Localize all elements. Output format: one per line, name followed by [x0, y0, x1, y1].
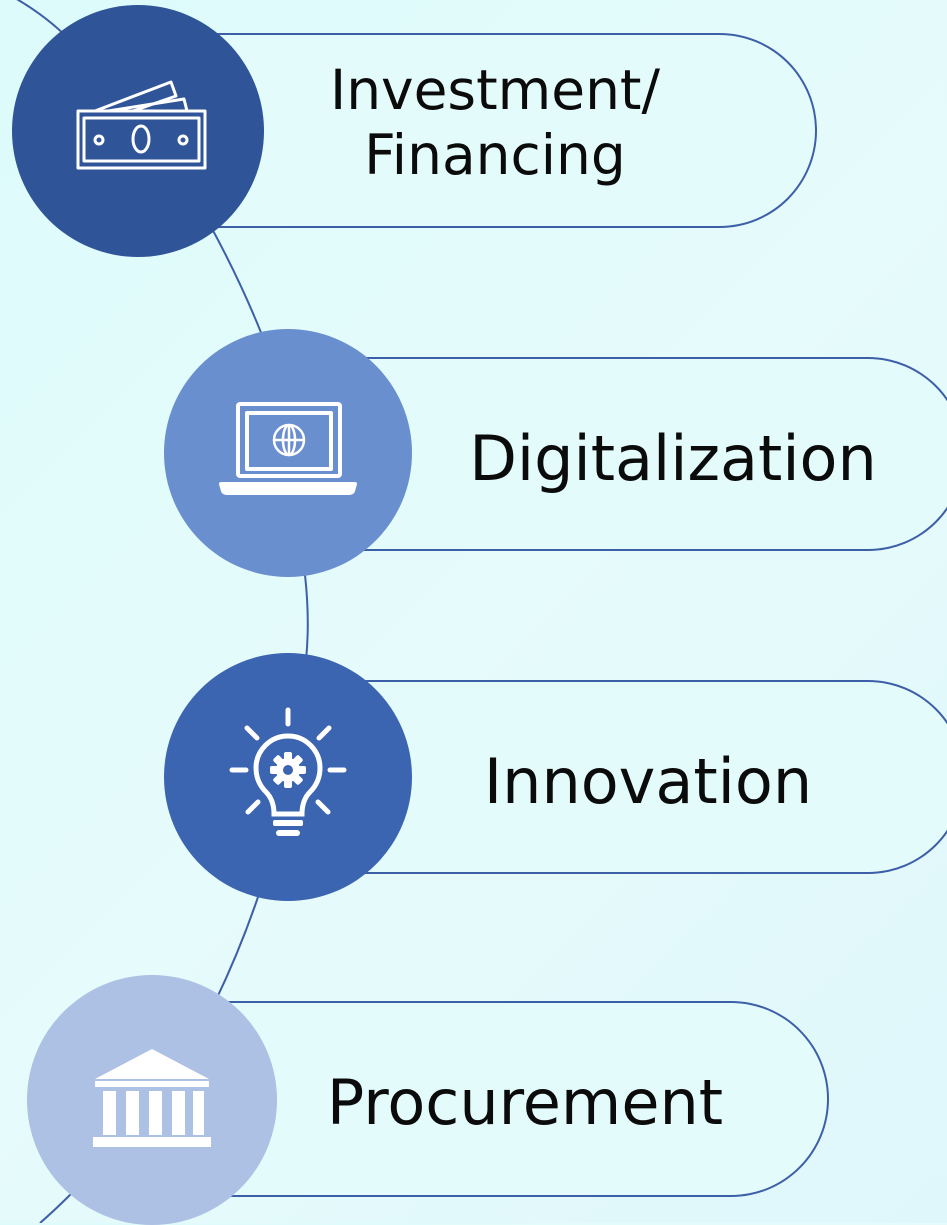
pill-innovation: [350, 680, 947, 874]
label-line-1: Digitalization: [469, 422, 877, 495]
circle-investment: [12, 5, 264, 257]
money-icon: [63, 71, 213, 191]
circle-digitalization: [164, 329, 412, 577]
label-line-1: Innovation: [483, 745, 813, 818]
label-line-2: Financing: [364, 122, 626, 187]
laptop-globe-icon: [203, 398, 373, 508]
label-digitalization: Digitalization: [448, 422, 898, 495]
lightbulb-gear-icon: [218, 702, 358, 852]
pill-investment-financing: [200, 33, 817, 228]
label-procurement: Procurement: [300, 1066, 750, 1139]
circle-procurement: [27, 975, 277, 1225]
label-line-1: Investment/: [329, 58, 661, 122]
label-investment-financing: Investment/ Financing: [260, 58, 730, 188]
label-line-1: Procurement: [326, 1066, 724, 1139]
circle-innovation: [164, 653, 412, 901]
label-innovation: Innovation: [448, 745, 848, 818]
pill-procurement: [218, 1001, 829, 1197]
bank-building-icon: [87, 1045, 217, 1155]
pill-digitalization: [350, 357, 947, 551]
